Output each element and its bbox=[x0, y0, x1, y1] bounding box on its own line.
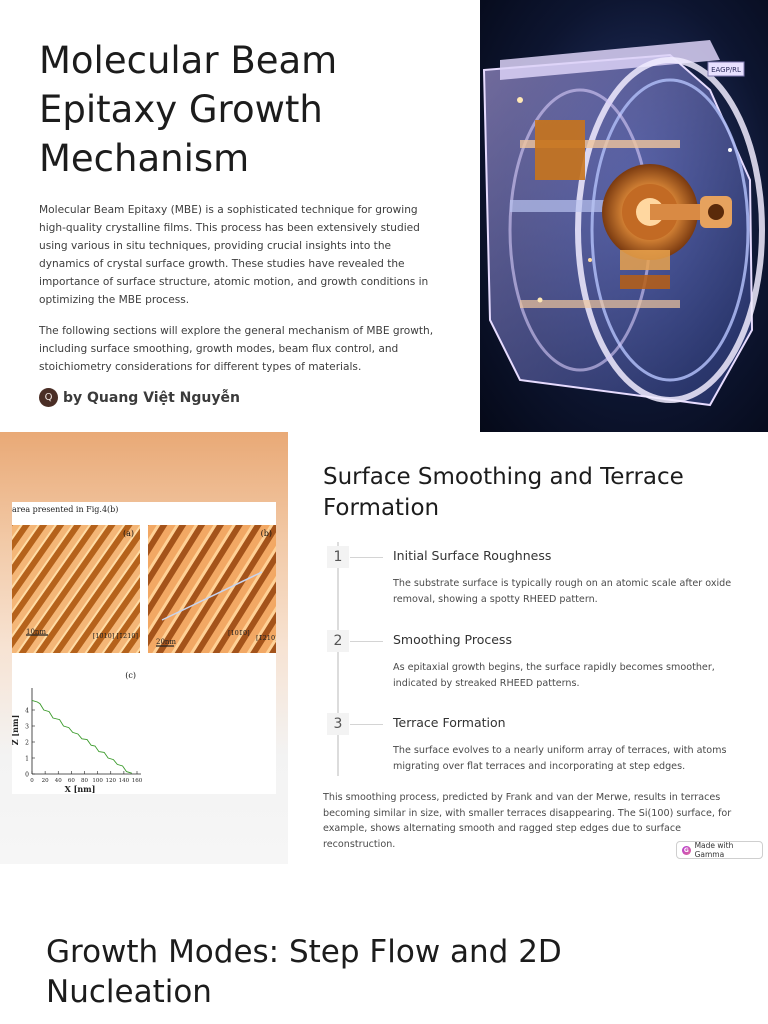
surface-smoothing-content: Surface Smoothing and Terrace Formation … bbox=[323, 462, 743, 782]
step-number: 3 bbox=[327, 713, 349, 735]
profile-y-tick-label: 1 bbox=[25, 756, 29, 763]
profile-y-axis-label: Z [nm] bbox=[12, 715, 20, 745]
slide-surface-smoothing: area presented in Fig.4(b) bbox=[0, 432, 768, 864]
panel-c-label: (c) bbox=[125, 671, 136, 680]
panel-a-label: (a) bbox=[123, 529, 134, 538]
intro-paragraph-1: Molecular Beam Epitaxy (MBE) is a sophis… bbox=[39, 204, 429, 306]
panel-b-scale: 20nm bbox=[156, 638, 176, 646]
step-title: Smoothing Process bbox=[393, 632, 512, 647]
profile-y-tick-label: 0 bbox=[25, 772, 29, 779]
step-title: Terrace Formation bbox=[393, 715, 506, 730]
step-connector bbox=[350, 724, 383, 725]
intro-paragraph-2: The following sections will explore the … bbox=[39, 325, 434, 373]
author-name[interactable]: by Quang Việt Nguyễn bbox=[63, 389, 240, 406]
avatar: Q bbox=[39, 388, 58, 407]
profile-line bbox=[31, 699, 132, 774]
section-title: Growth Modes: Step Flow and 2D Nucleatio… bbox=[46, 934, 562, 1010]
panel-b-direction-1: [101̄0] bbox=[228, 629, 250, 637]
slide-intro: Molecular Beam Epitaxy Growth Mechanism … bbox=[0, 0, 768, 432]
profile-x-tick-label: 80 bbox=[81, 778, 88, 784]
panel-a-directions: [10̄10] [1̄210] bbox=[93, 632, 138, 640]
intro-text-column: Molecular Beam Epitaxy Growth Mechanism … bbox=[39, 36, 439, 407]
mbe-chamber-icon: EAGP/RL bbox=[482, 40, 765, 407]
step-description: As epitaxial growth begins, the surface … bbox=[393, 662, 715, 689]
profile-x-axis-label: X [nm] bbox=[65, 784, 96, 794]
step-connector bbox=[350, 557, 383, 558]
panel-b-direction-2: [1̄210] bbox=[256, 634, 276, 642]
mbe-chamber-illustration: EAGP/RL bbox=[480, 0, 768, 432]
section-summary: This smoothing process, predicted by Fra… bbox=[323, 792, 732, 850]
profile-x-tick-label: 0 bbox=[30, 778, 34, 784]
step-description: The substrate surface is typically rough… bbox=[393, 578, 732, 605]
step-title: Initial Surface Roughness bbox=[393, 548, 552, 563]
profile-x-tick-label: 40 bbox=[55, 778, 62, 784]
profile-x-tick-label: 120 bbox=[106, 778, 117, 784]
made-with-gamma-badge[interactable]: G Made with Gamma bbox=[676, 841, 763, 859]
afm-figure: area presented in Fig.4(b) bbox=[12, 502, 276, 794]
panel-b-label: (b) bbox=[261, 529, 272, 538]
profile-x-tick-label: 60 bbox=[68, 778, 75, 784]
timeline-line bbox=[337, 542, 339, 776]
step-number: 1 bbox=[327, 546, 349, 568]
profile-x-tick-label: 160 bbox=[132, 778, 143, 784]
profile-y-tick-label: 3 bbox=[25, 724, 29, 731]
panel-a-scale: 10nm bbox=[26, 628, 46, 636]
gamma-logo-icon: G bbox=[682, 845, 691, 855]
figure-caption: area presented in Fig.4(b) bbox=[12, 505, 119, 514]
profile-y-tick-label: 4 bbox=[25, 708, 29, 715]
afm-figure-graphic: (a) 10nm [10̄10] [1̄210] (b) 20nm [101̄0… bbox=[12, 525, 276, 794]
step-number: 2 bbox=[327, 630, 349, 652]
slide-growth-modes: Growth Modes: Step Flow and 2D Nucleatio… bbox=[0, 864, 768, 1024]
section-title: Surface Smoothing and Terrace Formation bbox=[323, 464, 684, 521]
timeline: 1 Initial Surface Roughness The substrat… bbox=[323, 542, 743, 782]
page-title: Molecular Beam Epitaxy Growth Mechanism bbox=[39, 39, 338, 180]
profile-x-tick-label: 100 bbox=[92, 778, 103, 784]
step-description: The surface evolves to a nearly uniform … bbox=[393, 745, 727, 772]
afm-figure-panel: area presented in Fig.4(b) bbox=[0, 432, 288, 864]
chamber-plate-label: EAGP/RL bbox=[711, 66, 741, 74]
step-connector bbox=[350, 641, 383, 642]
author-line[interactable]: Q by Quang Việt Nguyễn bbox=[39, 388, 439, 407]
profile-y-tick-label: 2 bbox=[25, 740, 29, 747]
badge-text: Made with Gamma bbox=[694, 841, 734, 859]
profile-x-tick-label: 20 bbox=[42, 778, 49, 784]
profile-x-tick-label: 140 bbox=[119, 778, 130, 784]
